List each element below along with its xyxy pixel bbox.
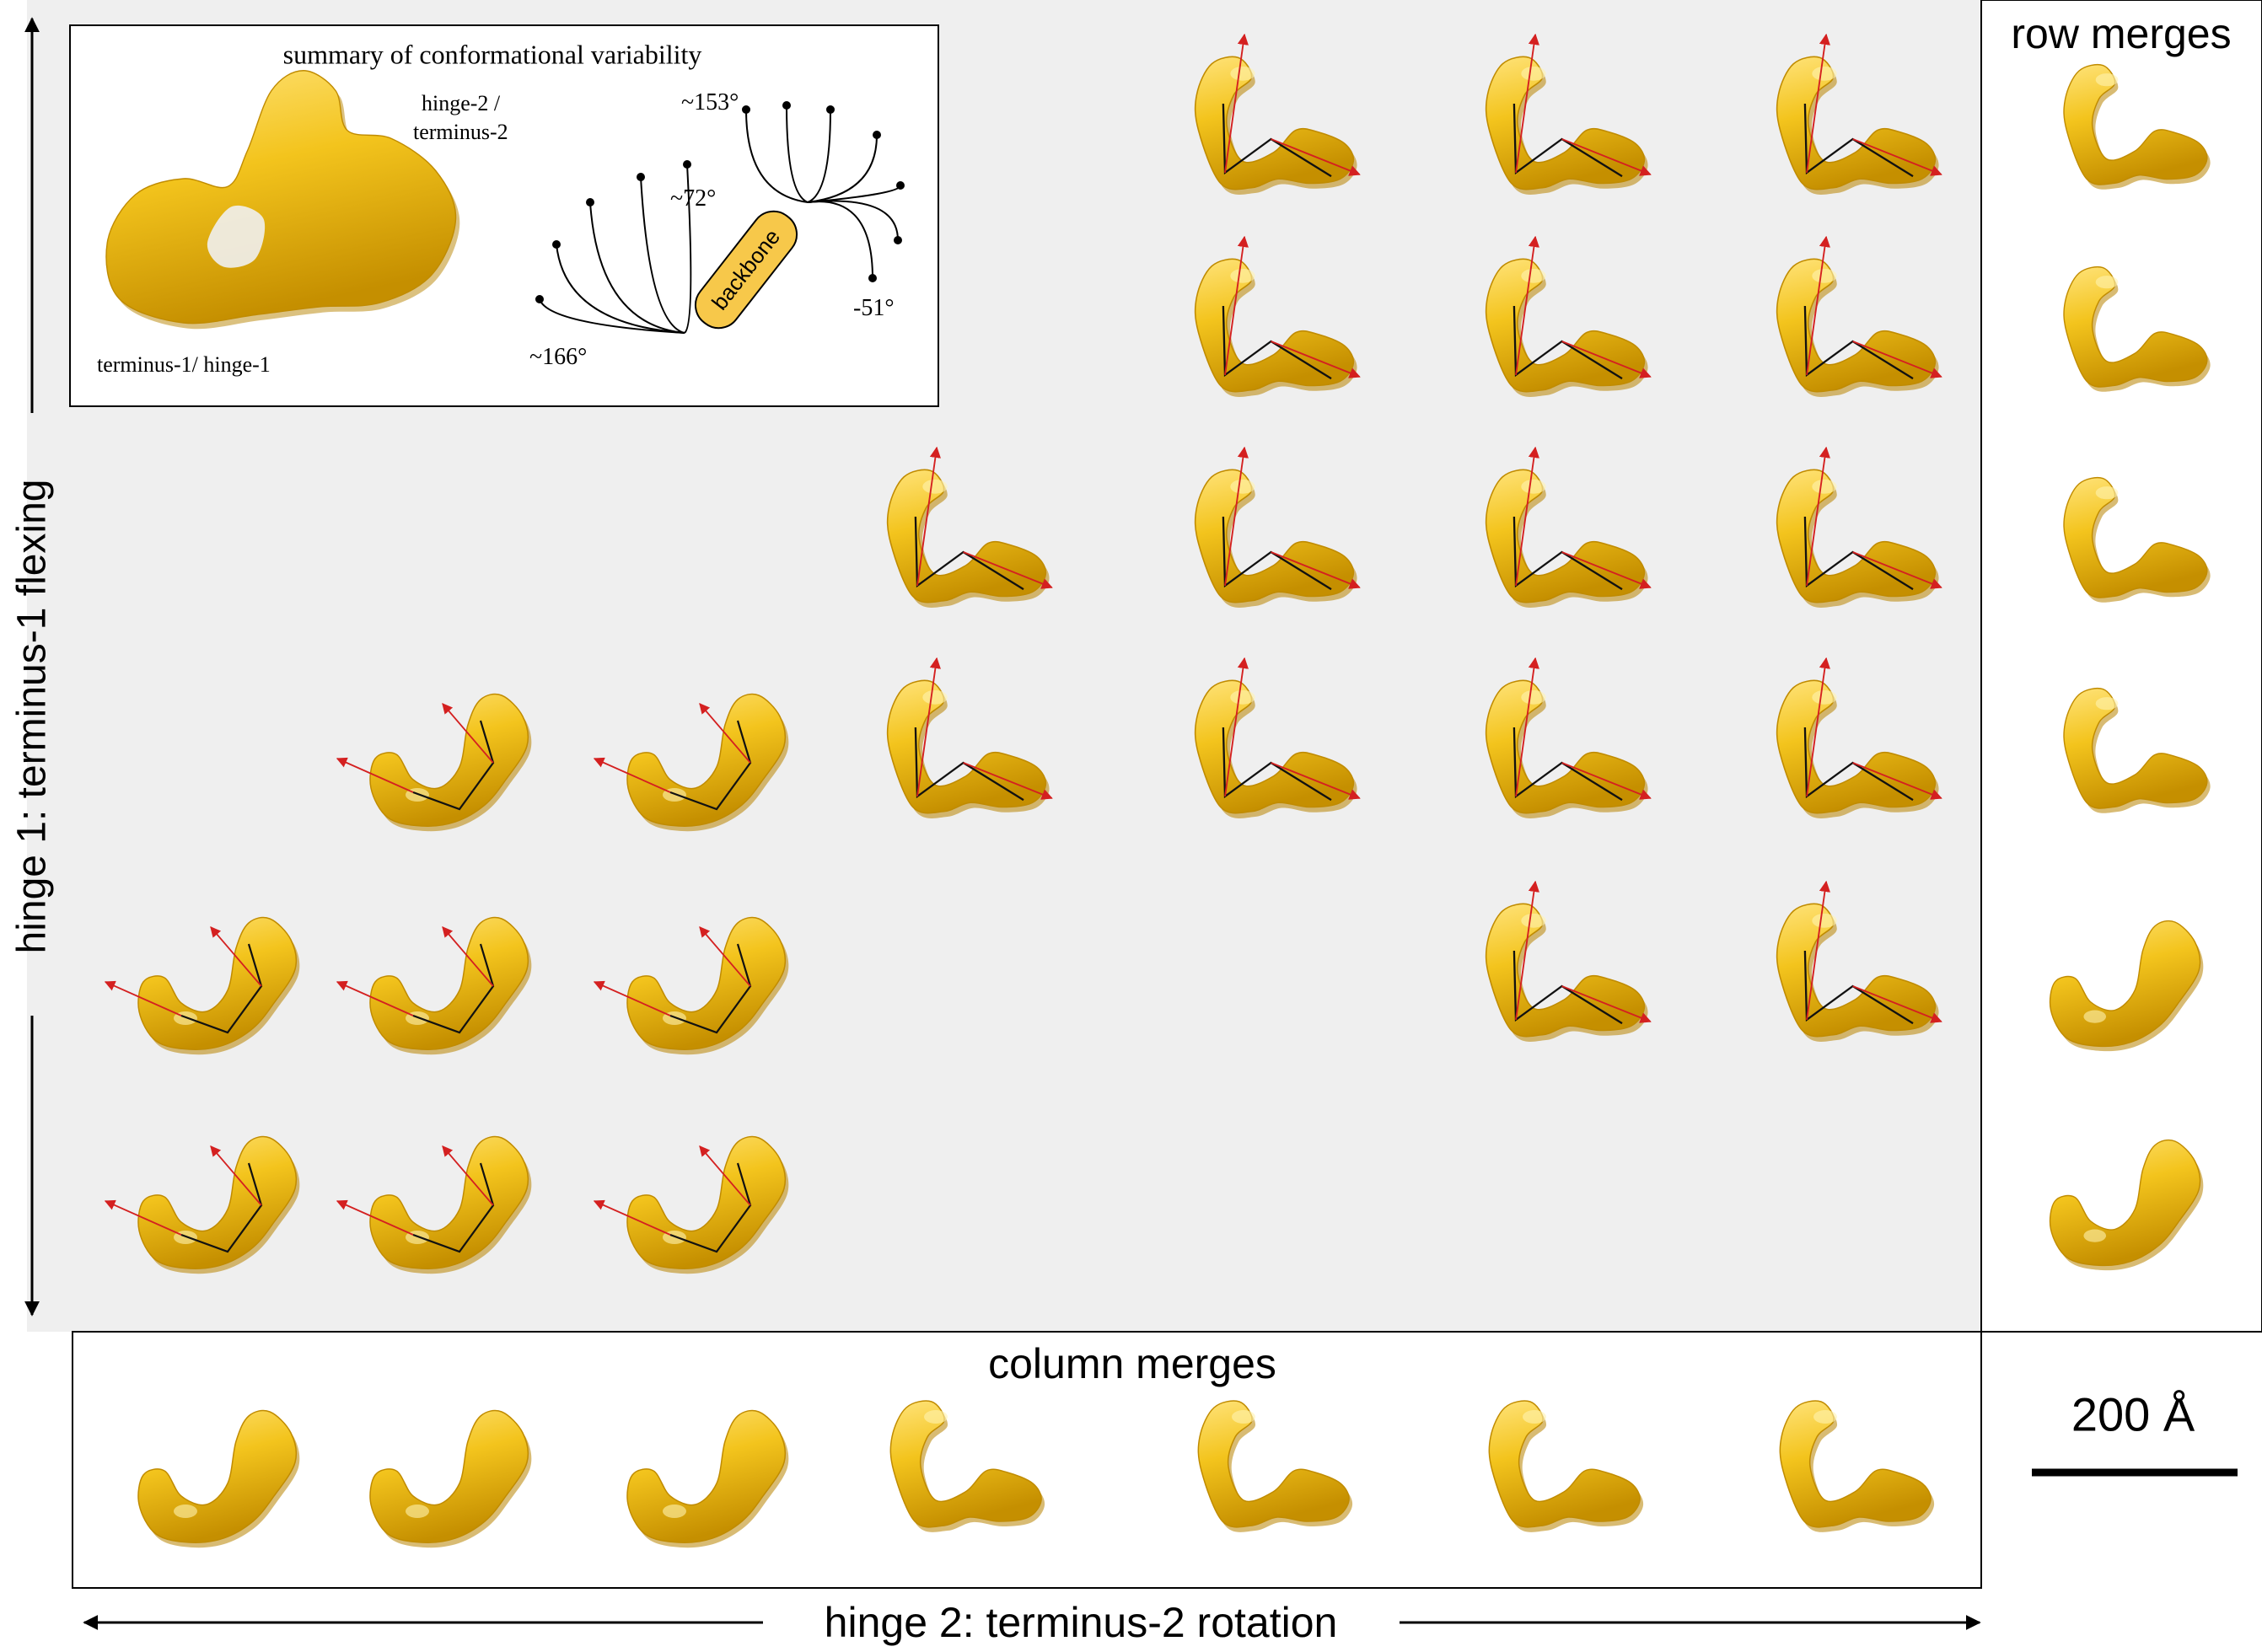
density-highlight xyxy=(2083,1011,2106,1023)
density-highlight xyxy=(1521,67,1545,81)
density-highlight xyxy=(1812,914,1836,928)
ray-endpoint xyxy=(535,295,544,303)
density-highlight xyxy=(1521,269,1545,283)
density-highlight xyxy=(2096,73,2119,86)
angle-label-72: ~72° xyxy=(670,185,716,212)
density-highlight xyxy=(1812,690,1836,705)
row-merges-panel xyxy=(1981,0,2262,1332)
density-highlight xyxy=(1230,480,1255,494)
ray-endpoint xyxy=(586,198,594,206)
ray-endpoint xyxy=(552,240,561,249)
angle-label-153: ~153° xyxy=(681,89,739,116)
density-highlight xyxy=(1521,480,1545,494)
density-highlight xyxy=(1230,269,1255,283)
scale-bar-label: 200 Å xyxy=(2071,1387,2195,1442)
inset-label-terminus2: terminus-2 xyxy=(413,120,508,145)
vertical-axis-label: hinge 1: terminus-1 flexing xyxy=(9,480,56,954)
angle-label-51: -51° xyxy=(853,295,895,322)
row-merges-title: row merges xyxy=(2011,9,2231,58)
density-highlight xyxy=(1230,690,1255,705)
horizontal-axis-label: hinge 2: terminus-2 rotation xyxy=(825,1598,1338,1647)
density-highlight xyxy=(1812,67,1836,81)
ray-endpoint xyxy=(637,173,645,181)
ray-endpoint xyxy=(873,131,881,139)
inset-title: summary of conformational variability xyxy=(283,40,702,71)
ray-endpoint xyxy=(894,236,902,244)
density-highlight xyxy=(663,1504,686,1518)
ray-endpoint xyxy=(742,105,750,114)
density-highlight xyxy=(1523,1410,1546,1424)
density-highlight xyxy=(922,690,947,705)
angle-label-166: ~166° xyxy=(529,344,587,371)
density-highlight xyxy=(2083,1230,2106,1242)
density-highlight xyxy=(1812,269,1836,283)
ray-endpoint xyxy=(782,101,791,110)
density-highlight xyxy=(174,1504,197,1518)
density-highlight xyxy=(1813,1410,1837,1424)
inset-label-terminus1: terminus-1/ hinge-1 xyxy=(97,352,271,378)
ray-endpoint xyxy=(826,105,835,114)
density-highlight xyxy=(1812,480,1836,494)
density-highlight xyxy=(406,1504,429,1518)
density-highlight xyxy=(2096,276,2119,288)
density-highlight xyxy=(2096,486,2119,499)
density-highlight xyxy=(924,1410,948,1424)
inset-summary xyxy=(70,25,938,406)
density-highlight xyxy=(1521,690,1545,705)
density-highlight xyxy=(1230,67,1255,81)
density-highlight xyxy=(2096,697,2119,710)
density-highlight xyxy=(1232,1410,1255,1424)
inset-label-hinge2: hinge-2 / xyxy=(422,91,500,116)
column-merges-title: column merges xyxy=(988,1339,1276,1388)
density-highlight xyxy=(1521,914,1545,928)
density-highlight xyxy=(922,480,947,494)
ray-endpoint xyxy=(868,274,877,282)
ray-endpoint xyxy=(896,181,905,190)
ray-endpoint xyxy=(683,160,691,169)
